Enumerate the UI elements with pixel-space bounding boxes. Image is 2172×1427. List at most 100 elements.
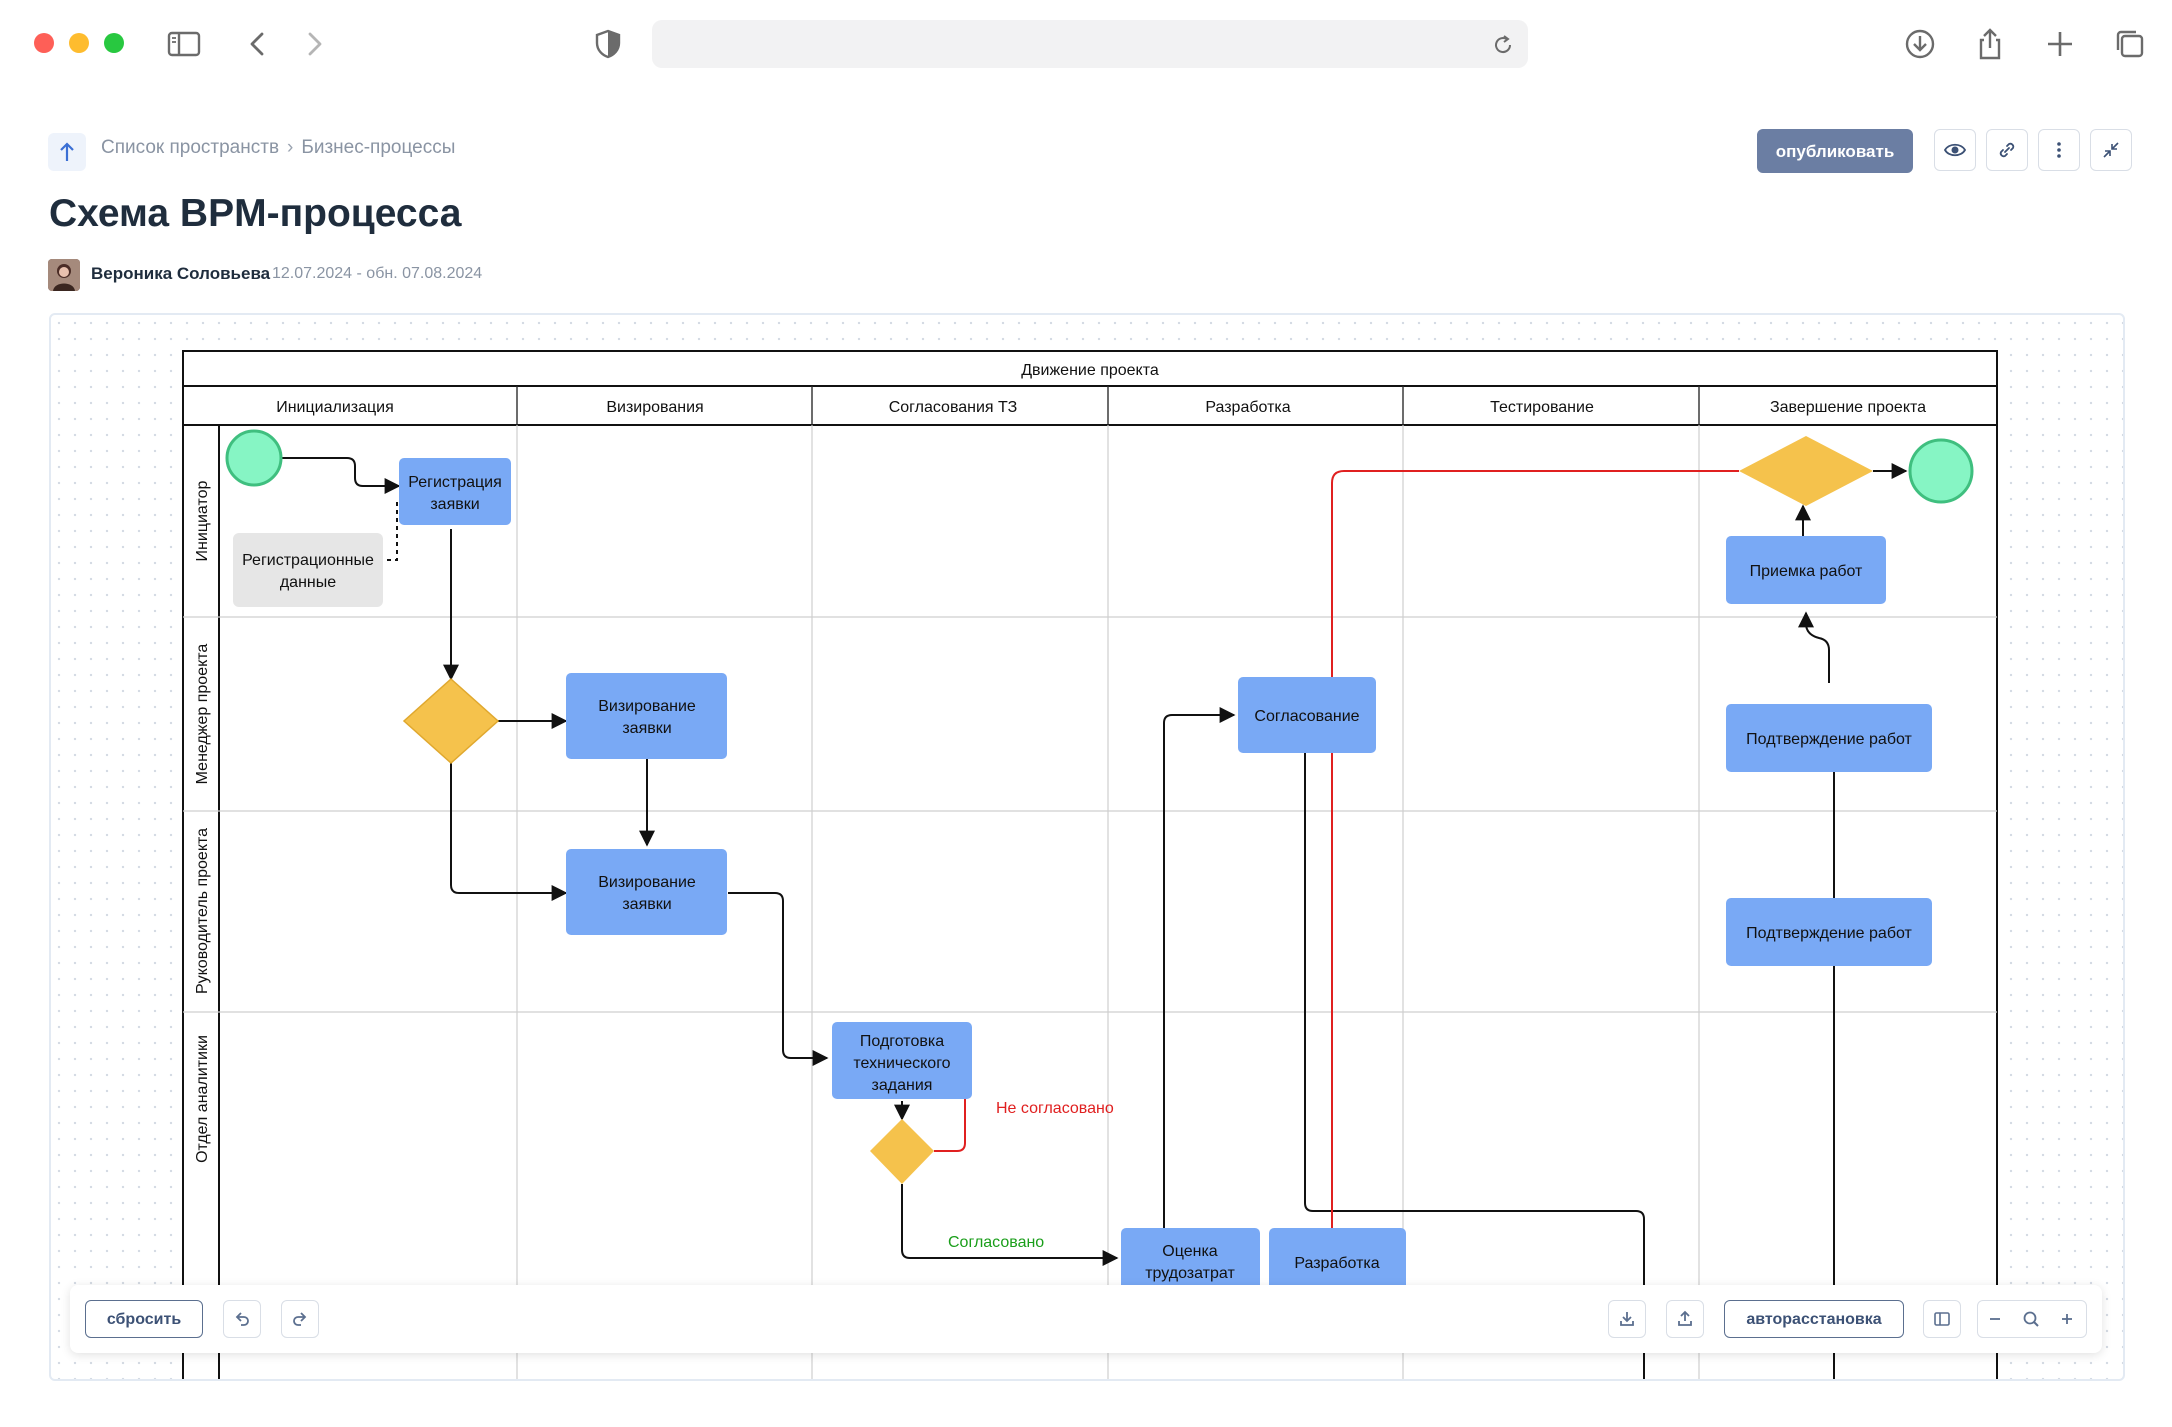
close-window-button[interactable]: [34, 33, 54, 53]
publish-button[interactable]: опубликовать: [1757, 129, 1913, 173]
bpmn-diagram: Движение проекта Инициализация Визирован: [182, 350, 1998, 1379]
task-label: заявки: [622, 720, 671, 737]
task-label: Регистрация: [408, 474, 502, 491]
forward-icon[interactable]: [296, 26, 332, 62]
task-label: Подготовка: [860, 1033, 944, 1050]
task-registration[interactable]: [399, 458, 511, 525]
navigate-up-button[interactable]: [48, 133, 86, 171]
share-icon[interactable]: [1972, 26, 2008, 62]
avatar: [48, 259, 80, 291]
eye-icon: [1944, 143, 1966, 157]
plus-icon[interactable]: [2058, 1310, 2076, 1328]
link-icon: [1999, 142, 2015, 158]
sidebar-icon[interactable]: [166, 26, 202, 62]
address-bar[interactable]: [652, 20, 1528, 68]
task-prepare-tz[interactable]: [832, 1022, 972, 1099]
task-development[interactable]: [1269, 1228, 1406, 1298]
back-icon[interactable]: [240, 26, 276, 62]
tabs-icon[interactable]: [2112, 26, 2148, 62]
gateway-final[interactable]: [1739, 436, 1873, 506]
import-button[interactable]: [1608, 1300, 1646, 1338]
zoom-fit-icon[interactable]: [2022, 1310, 2040, 1328]
flow-label-approved: Согласовано: [948, 1234, 1044, 1251]
task-label: Разработка: [1294, 1255, 1379, 1272]
panel-icon: [1934, 1312, 1950, 1326]
phase-title: Разработка: [1205, 399, 1290, 416]
maximize-window-button[interactable]: [104, 33, 124, 53]
gateway-tz[interactable]: [870, 1119, 934, 1184]
breadcrumb-item-spaces[interactable]: Список пространств: [101, 137, 280, 158]
flow-development-red[interactable]: [1331, 470, 1739, 1228]
minimize-window-button[interactable]: [69, 33, 89, 53]
task-confirm-works-1[interactable]: [1726, 704, 1932, 772]
reload-icon[interactable]: [1490, 32, 1516, 58]
task-approval[interactable]: [1238, 677, 1376, 753]
panel-toggle-button[interactable]: [1923, 1300, 1961, 1338]
task-label: Подтверждение работ: [1746, 731, 1912, 748]
data-object-label: Регистрационные: [242, 552, 374, 569]
flow-visa2-to-prep[interactable]: [728, 892, 829, 1066]
task-label: Визирование: [598, 698, 696, 715]
task-label: Визирование: [598, 874, 696, 891]
flow-label-rejected: Не согласовано: [996, 1100, 1114, 1117]
start-event[interactable]: [225, 429, 283, 487]
breadcrumb: Список пространств › Бизнес-процессы: [101, 137, 455, 159]
author-name[interactable]: Вероника Соловьева: [91, 264, 271, 283]
lane-title: Отдел аналитики: [194, 1035, 211, 1163]
flow-start-to-registration[interactable]: [281, 457, 401, 494]
flow-gateway-to-visa2[interactable]: [450, 763, 568, 901]
phase-title: Инициализация: [276, 399, 394, 416]
document-dates: 12.07.2024 - обн. 07.08.2024: [272, 265, 483, 282]
pool-title: Движение проекта: [1021, 362, 1159, 379]
redo-button[interactable]: [281, 1300, 319, 1338]
gateway-visa[interactable]: [402, 677, 500, 765]
undo-icon: [235, 1312, 249, 1326]
flow-approval-to-testing[interactable]: [1304, 745, 1645, 1379]
page-title: Схема BPM-процесса: [49, 192, 462, 235]
more-options-button[interactable]: [2038, 129, 2080, 171]
copy-link-button[interactable]: [1986, 129, 2028, 171]
minus-icon[interactable]: [1986, 1310, 2004, 1328]
lane-title: Руководитель проекта: [194, 828, 211, 994]
task-visa-head[interactable]: [566, 849, 727, 935]
preview-button[interactable]: [1934, 129, 1976, 171]
export-button[interactable]: [1666, 1300, 1704, 1338]
phase-title: Завершение проекта: [1770, 399, 1926, 416]
task-label: заявки: [430, 496, 479, 513]
canvas-toolbar: сбросить авторасстановка: [70, 1285, 2102, 1353]
undo-button[interactable]: [223, 1300, 261, 1338]
export-icon: [1678, 1310, 1692, 1326]
task-label: Согласование: [1254, 708, 1359, 725]
task-confirm-works-2[interactable]: [1726, 898, 1932, 966]
phase-title: Тестирование: [1490, 399, 1594, 416]
data-object-reg-data[interactable]: [233, 533, 383, 607]
diagram-canvas[interactable]: Движение проекта Инициализация Визирован: [49, 313, 2125, 1381]
breadcrumb-item-business-processes[interactable]: Бизнес-процессы: [301, 137, 456, 158]
task-estimate[interactable]: [1121, 1228, 1260, 1298]
breadcrumb-separator: ›: [287, 137, 294, 158]
task-label: технического: [853, 1055, 950, 1072]
shield-icon: [595, 29, 621, 59]
auto-layout-button[interactable]: авторасстановка: [1724, 1300, 1904, 1338]
download-icon[interactable]: [1902, 26, 1938, 62]
lane-dividers: [183, 616, 1997, 1013]
phase-dividers: [516, 386, 1700, 1379]
task-label: заявки: [622, 896, 671, 913]
task-visa-manager[interactable]: [566, 673, 727, 759]
end-event[interactable]: [1908, 438, 1974, 504]
flow-confirm1-to-acceptance[interactable]: [1798, 611, 1830, 683]
phase-title: Визирования: [606, 399, 703, 416]
phase-title: Согласования ТЗ: [889, 399, 1018, 416]
flow-estimate-to-approval[interactable]: [1163, 707, 1236, 1228]
task-acceptance[interactable]: [1726, 536, 1886, 604]
flow-approved[interactable]: [901, 1184, 1119, 1266]
plus-icon[interactable]: [2042, 26, 2078, 62]
reset-button[interactable]: сбросить: [85, 1300, 203, 1338]
phase-header-dividers: [516, 386, 1700, 425]
arrow-up-icon: [60, 142, 74, 161]
task-label: трудозатрат: [1145, 1265, 1235, 1282]
collapse-button[interactable]: [2090, 129, 2132, 171]
lane-title: Инициатор: [194, 480, 211, 561]
association-reg-data[interactable]: [387, 500, 398, 561]
data-object-label: данные: [280, 574, 336, 591]
